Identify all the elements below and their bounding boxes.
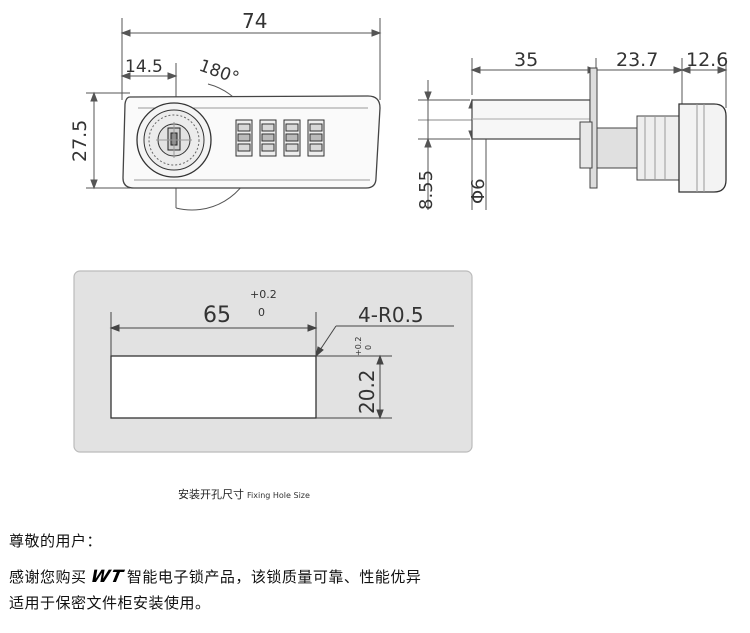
message-line-1-prefix: 感谢您购买 [9,568,87,586]
dim-cylinder-length: 23.7 [616,49,658,71]
dim-key-offset: 14.5 [125,57,163,77]
dim-head-length: 12.6 [686,49,728,71]
caption-cn: 安装开孔尺寸 [178,488,244,501]
hole-width: 65 [203,303,231,328]
dim-overall-width: 74 [242,9,267,33]
hole-height: 20.2 [355,369,379,414]
front-view [86,18,382,211]
message-line-1-suffix: 智能电子锁产品，该锁质量可靠、性能优异 [126,568,422,586]
hole-height-tol-lower: 0 [364,345,373,350]
brand-logo: WT [88,567,126,587]
dim-body-length: 35 [514,49,538,71]
dim-rotation: 180° [196,56,241,89]
dim-height: 27.5 [69,120,91,162]
side-view [418,58,728,210]
caption-en: Fixing Hole Size [247,491,310,500]
dim-diameter: Φ6 [468,178,489,204]
hole-width-tol-lower: 0 [258,306,265,319]
greeting-text: 尊敬的用户： [9,532,103,550]
hole-width-tol-upper: +0.2 [250,288,277,301]
hole-corner-radius: 4-R0.5 [358,303,424,327]
message-line-2: 适用于保密文件柜安装使用。 [9,594,211,612]
fixing-hole-panel [73,270,473,453]
dim-offset: 8.55 [416,170,437,210]
hole-height-tol-upper: +0.2 [354,337,363,356]
